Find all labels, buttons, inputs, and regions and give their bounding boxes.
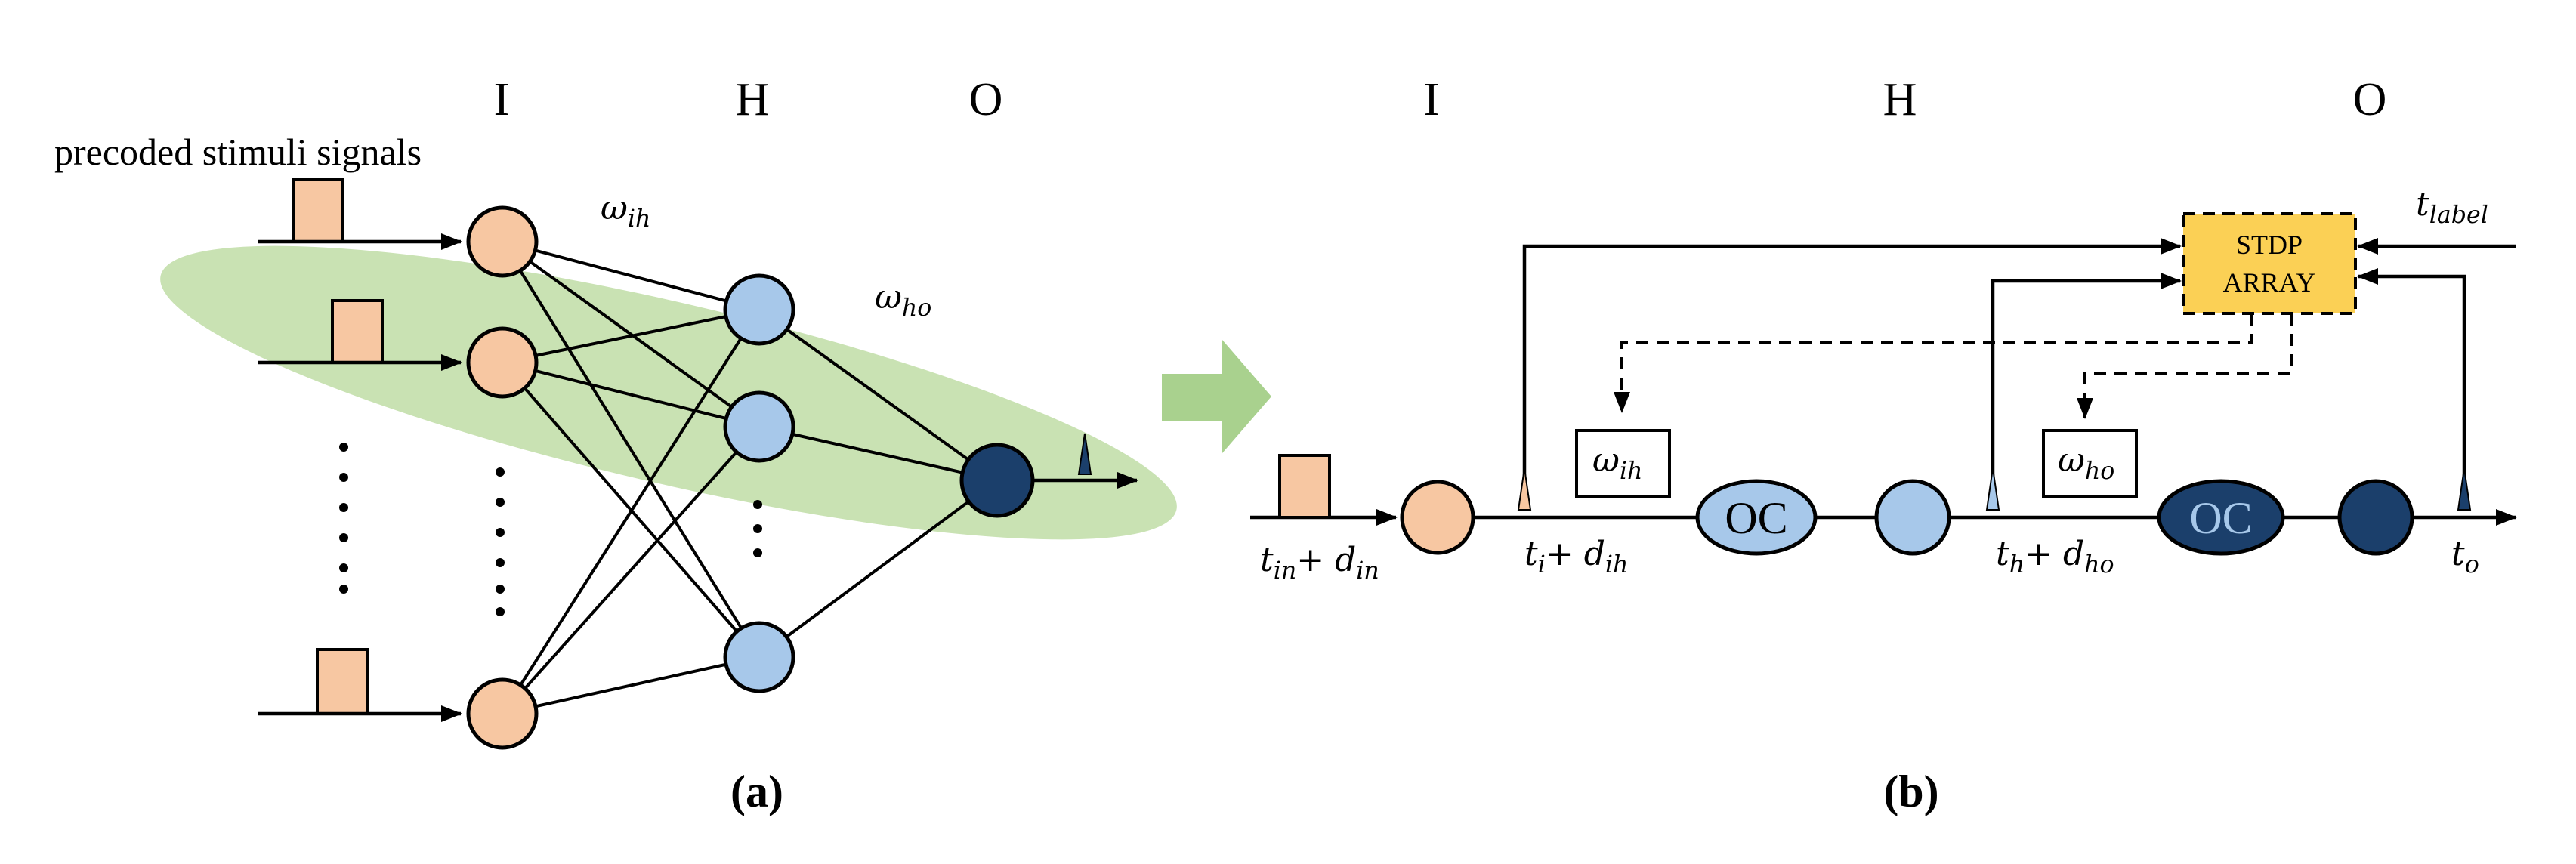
hidden-spike xyxy=(1985,467,2000,511)
layer-label-output: O xyxy=(969,74,1003,125)
hidden-neuron xyxy=(723,273,795,346)
stimuli-label: precoded stimuli signals xyxy=(54,131,422,173)
oc-ih xyxy=(1695,479,1818,556)
input-neuron xyxy=(466,326,539,399)
output-spike xyxy=(1077,433,1092,475)
panel-a: I H O precoded stimuli signals ωih ωho xyxy=(54,74,1177,816)
output-neuron-b xyxy=(2337,479,2414,556)
layer-label-input-b: I xyxy=(1424,74,1440,125)
update-weight-ho xyxy=(2077,313,2293,419)
output-spike-b xyxy=(2457,467,2472,511)
stdp-array-box xyxy=(2182,212,2357,315)
time-label-input-hidden: ti+ dih xyxy=(1524,535,1628,579)
hidden-neuron-b xyxy=(1874,479,1951,556)
feedback-output-spike xyxy=(2357,268,2466,487)
hidden-neuron xyxy=(723,621,795,693)
panel-b: I H O STDP ARRAY tlabel ωih ωho xyxy=(1250,74,2517,816)
layer-label-hidden-b: H xyxy=(1883,74,1917,125)
weight-ih-box-label: ωih xyxy=(1592,441,1642,485)
caption-b: (b) xyxy=(1883,767,1938,816)
output-neuron xyxy=(959,443,1035,518)
transition-arrow xyxy=(1162,340,1271,453)
update-weight-ih xyxy=(1614,313,2253,413)
weight-ho-box xyxy=(2042,429,2138,498)
input-neuron-b xyxy=(1400,480,1475,555)
stimulus-3 xyxy=(258,648,462,722)
hidden-neuron xyxy=(723,390,795,463)
stimulus-pulse xyxy=(292,178,344,243)
input-pulse xyxy=(1278,454,1331,519)
weight-ho-box-label: ωho xyxy=(2058,441,2114,485)
weight-ih-label: ωih xyxy=(601,189,650,233)
time-label-input: tin+ din xyxy=(1260,541,1379,585)
layer-label-input: I xyxy=(494,74,510,125)
stdp-label-line2: ARRAY xyxy=(2223,267,2316,298)
stimulus-pulse xyxy=(316,648,369,715)
caption-a: (a) xyxy=(730,767,783,816)
input-neuron xyxy=(466,677,539,750)
oc-ho xyxy=(2157,479,2285,556)
input-neuron xyxy=(466,205,539,278)
input-spike xyxy=(1517,467,1532,511)
time-label-hidden-output: th+ dho xyxy=(1996,535,2114,579)
stimulus-2 xyxy=(258,299,462,371)
time-label-output: to xyxy=(2451,535,2479,579)
layer-label-hidden: H xyxy=(736,74,770,125)
layer-label-output-b: O xyxy=(2353,74,2387,125)
ellipsis-dots xyxy=(339,443,762,616)
stimulus-1 xyxy=(258,178,462,250)
connections-hidden-output xyxy=(758,308,999,659)
weight-ih-box xyxy=(1575,429,1671,498)
t-label-text: tlabel xyxy=(2416,185,2488,229)
feedback-input-spike xyxy=(1522,238,2182,487)
connections-input-hidden xyxy=(501,240,761,715)
oc-ho-label: OC xyxy=(2189,493,2252,543)
highlight-region xyxy=(160,245,1177,540)
stdp-label-line1: STDP xyxy=(2236,230,2303,260)
feedback-hidden-spike xyxy=(1991,273,2182,487)
stimulus-pulse xyxy=(331,299,384,364)
weight-ho-label: ωho xyxy=(875,278,931,322)
oc-ih-label: OC xyxy=(1725,493,1787,543)
